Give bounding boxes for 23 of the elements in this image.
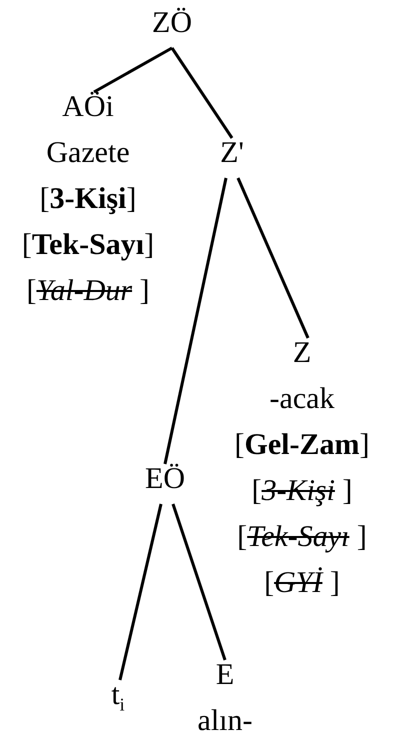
node-label: AÖi <box>62 89 114 125</box>
node-label: Z' <box>220 135 244 171</box>
feature-text: alın- <box>198 703 252 739</box>
tree-branch-line <box>118 504 162 680</box>
feature-text: [Yal-Dur ] <box>26 273 150 309</box>
feature-text: [Gel-Zam] <box>234 427 370 463</box>
tree-branch-line <box>170 47 234 139</box>
tree-branch-line <box>236 177 310 339</box>
feature-text: [Tek-Sayı ] <box>237 519 367 555</box>
node-label: t$_{i}$ <box>111 677 125 716</box>
feature-text: [3-Kişi] <box>40 181 136 217</box>
node-label: ZÖ <box>152 5 192 41</box>
tree-branch-line <box>172 504 226 660</box>
node-label: E <box>216 657 234 693</box>
node-label: EÖ <box>145 461 185 497</box>
feature-text: [Tek-Sayı] <box>22 227 154 263</box>
tree-branch-line <box>164 178 228 464</box>
feature-text: [3-Kişi ] <box>252 473 352 509</box>
feature-text: Gazete <box>46 135 130 171</box>
feature-text: [GYİ ] <box>264 565 340 601</box>
tree-branch-line <box>93 46 173 94</box>
feature-text: -acak <box>270 381 334 417</box>
node-label: Z <box>292 335 312 371</box>
